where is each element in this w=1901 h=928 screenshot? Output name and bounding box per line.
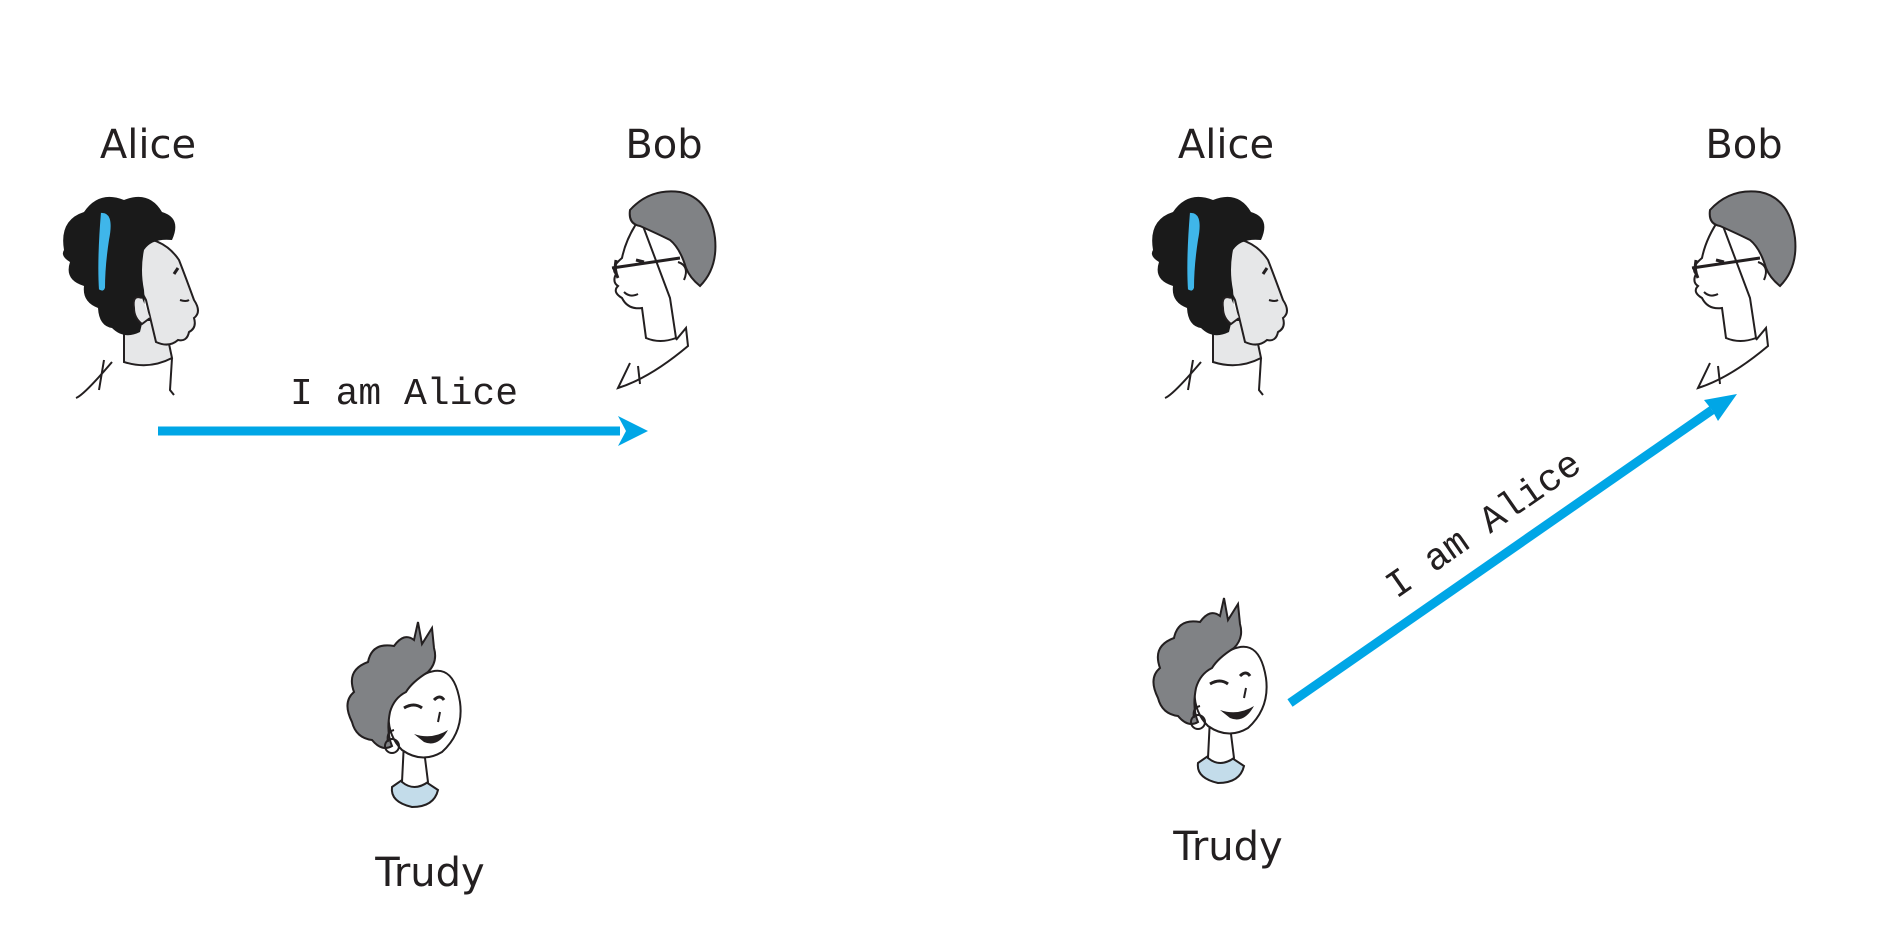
bob-icon — [1690, 189, 1797, 390]
bob-icon — [610, 189, 717, 390]
alice-icon — [61, 195, 200, 400]
trudy-icon — [1151, 596, 1269, 785]
trudy-icon — [345, 620, 463, 809]
scene-left: Alice Bob I am Alice Trudy — [61, 122, 717, 896]
trudy-label: Trudy — [374, 850, 484, 896]
trudy-label: Trudy — [1172, 824, 1282, 870]
alice-label: Alice — [1178, 122, 1274, 168]
scene-right: Alice Bob I am Alice Trudy — [1150, 122, 1797, 870]
message-arrow — [158, 416, 648, 446]
alice-icon — [1150, 195, 1289, 400]
bob-label: Bob — [1705, 122, 1782, 168]
message-label: I am Alice — [290, 373, 518, 416]
message-arrow — [1287, 394, 1737, 707]
bob-label: Bob — [625, 122, 702, 168]
message-label: I am Alice — [1379, 443, 1591, 608]
alice-label: Alice — [100, 122, 196, 168]
